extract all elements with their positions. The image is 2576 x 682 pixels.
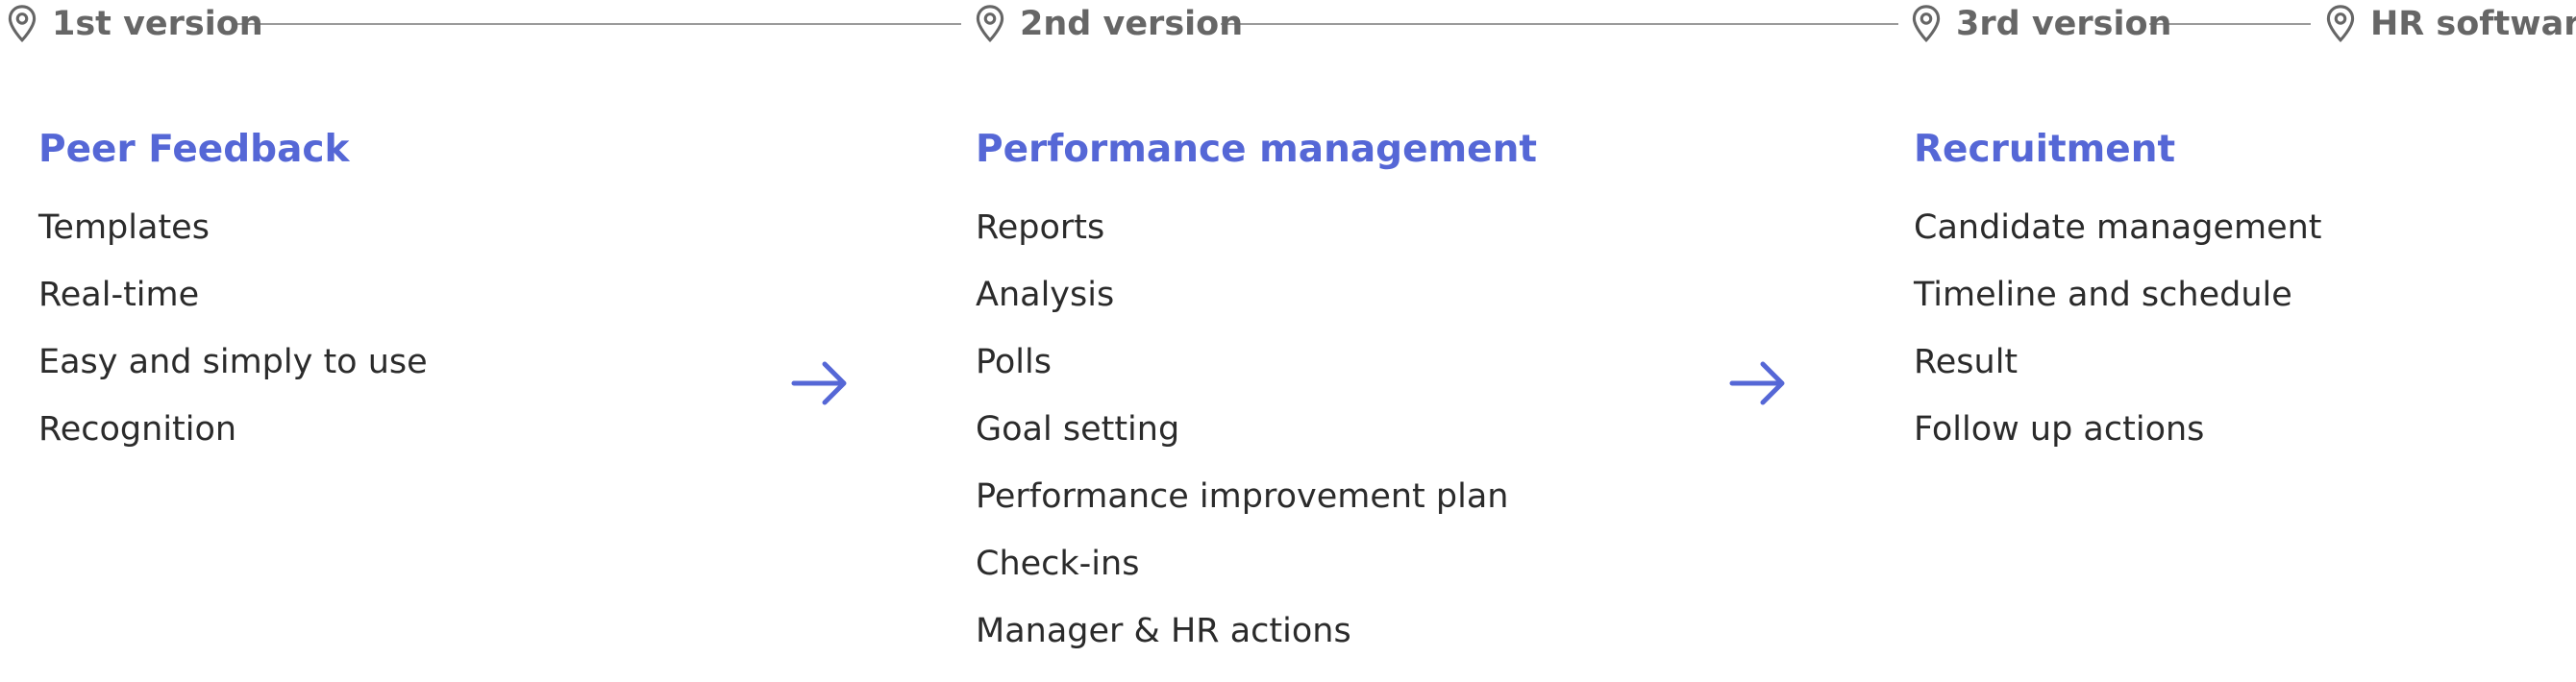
list-item: Candidate management [1914,208,2322,247]
list-item: Timeline and schedule [1914,276,2292,314]
column-title: Peer Feedback [38,128,350,171]
list-item: Result [1914,343,2019,381]
feature-list: Candidate management Timeline and schedu… [1914,194,2322,463]
list-item: Easy and simply to use [38,343,428,381]
milestone-1st-version: 1st version [6,0,263,48]
timeline-segment-1 [235,23,961,25]
list-item: Follow up actions [1914,410,2205,449]
timeline-segment-3 [2149,23,2311,25]
map-pin-icon [2324,4,2357,44]
feature-list: Templates Real-time Easy and simply to u… [38,194,428,463]
feature-list: Reports Analysis Polls Goal setting Perf… [976,194,1537,665]
list-item: Reports [976,208,1105,247]
milestone-label: 1st version [52,5,263,43]
milestone-label: 3rd version [1956,5,2172,43]
list-item: Real-time [38,276,200,314]
list-item: Goal setting [976,410,1180,449]
list-item: Check-ins [976,545,1140,583]
map-pin-icon [1910,4,1943,44]
map-pin-icon [6,4,38,44]
list-item: Performance improvement plan [976,477,1509,516]
milestone-label: HR software [2370,5,2576,43]
milestone-3rd-version: 3rd version [1910,0,2171,48]
column-peer-feedback: Peer Feedback Templates Real-time Easy a… [38,123,428,463]
timeline-segment-2 [1221,23,1898,25]
list-item: Recognition [38,410,237,449]
column-title: Performance management [976,128,1538,171]
column-title: Recruitment [1914,128,2176,171]
milestone-label: 2nd version [1020,5,1244,43]
milestone-2nd-version: 2nd version [974,0,1243,48]
arrow-right-icon [790,359,850,407]
column-performance-management: Performance management Reports Analysis … [976,123,1537,665]
list-item: Manager & HR actions [976,612,1351,650]
column-recruitment: Recruitment Candidate management Timelin… [1914,123,2322,463]
arrow-right-icon [1728,359,1788,407]
milestone-hr-software: HR software [2324,0,2576,48]
list-item: Polls [976,343,1052,381]
list-item: Analysis [976,276,1115,314]
map-pin-icon [974,4,1006,44]
list-item: Templates [38,208,210,247]
